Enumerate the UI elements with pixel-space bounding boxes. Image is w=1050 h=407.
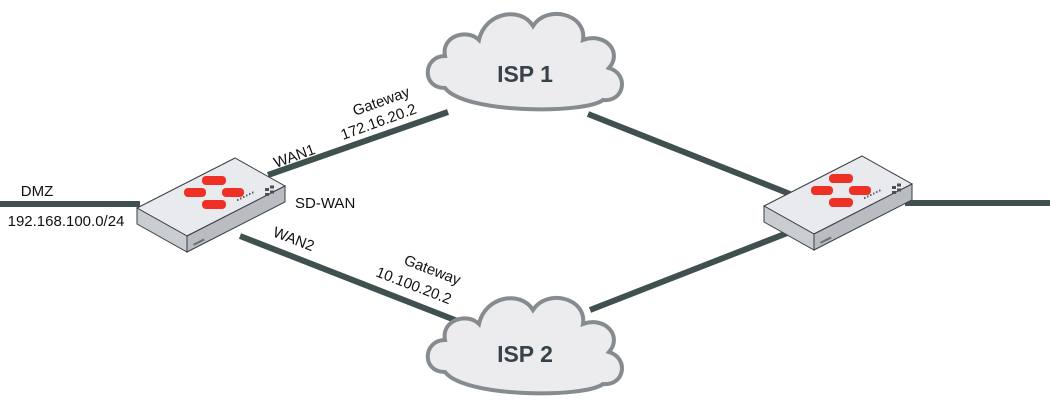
- dmz-subnet-label: 192.168.100.0/24: [8, 213, 125, 230]
- local-firewall: [136, 157, 286, 253]
- wan2-link: [238, 233, 462, 325]
- links: [0, 109, 1050, 325]
- isp2-cloud: ISP 2: [425, 295, 624, 396]
- isp1-label: ISP 1: [497, 61, 553, 87]
- sdwan-label: SD-WAN: [295, 195, 355, 212]
- wan1-link: [267, 109, 449, 178]
- isp2-remote-link: [588, 227, 797, 313]
- dmz-label: DMZ: [21, 183, 54, 200]
- isp1-cloud: ISP 1: [425, 11, 624, 112]
- isp1-remote-link: [586, 111, 792, 197]
- isp2-label: ISP 2: [497, 341, 553, 367]
